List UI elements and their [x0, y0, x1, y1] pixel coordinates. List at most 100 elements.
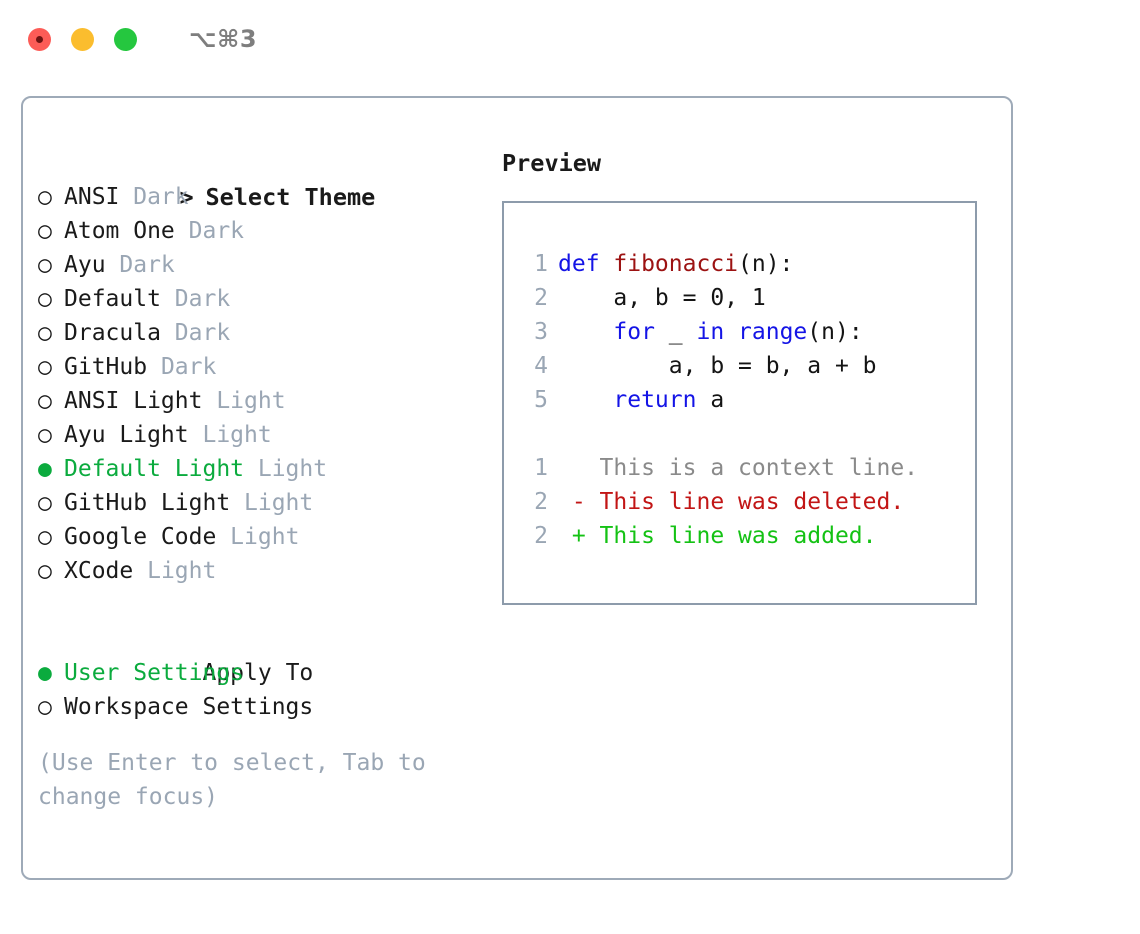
apply-to-option[interactable]: ○ Workspace Settings	[38, 690, 488, 724]
theme-item-label: ANSI	[64, 184, 120, 210]
theme-item-label: ANSI Light	[64, 388, 203, 414]
code-token: def	[558, 251, 614, 277]
theme-list-item[interactable]: ○Atom One Dark	[38, 214, 488, 248]
code-line: 2 a, b = 0, 1	[522, 281, 975, 315]
radio-unselected-icon: ○	[38, 422, 52, 448]
code-token: in	[696, 319, 725, 345]
code-token: + This line was added.	[558, 523, 877, 549]
radio-unselected-icon: ○	[38, 184, 52, 210]
theme-item-variant: Dark	[160, 320, 231, 346]
theme-list-item[interactable]: ○ GitHub Light Light	[38, 486, 488, 520]
theme-list-item[interactable]: ○ Ayu Light Light	[38, 418, 488, 452]
theme-item-label: GitHub	[64, 354, 148, 380]
line-number: 5	[534, 387, 548, 413]
line-number: 2	[534, 489, 548, 515]
keyboard-shortcut-label: ⌥⌘3	[189, 25, 258, 53]
radio-unselected-icon: ○	[38, 694, 52, 720]
diff-line: 1 This is a context line.	[522, 451, 975, 485]
radio-unselected-icon: ○	[38, 490, 52, 516]
apply-to-option-label: Workspace Settings	[64, 694, 314, 720]
theme-item-label: Default Light	[64, 456, 245, 482]
theme-picker-panel: >Select Theme ○ANSI Dark○Atom One Dark○A…	[21, 96, 1013, 880]
theme-item-label: Ayu Light	[64, 422, 189, 448]
radio-selected-icon: ●	[38, 660, 52, 686]
theme-item-variant: Dark	[174, 218, 245, 244]
theme-item-label: GitHub Light	[64, 490, 231, 516]
theme-list-item[interactable]: ○ Ayu Dark	[38, 248, 488, 282]
theme-list-item[interactable]: ○ ANSI Dark	[38, 180, 488, 214]
theme-item-variant: Light	[188, 422, 272, 448]
code-token: a, b = b, a + b	[558, 353, 877, 379]
code-token: for	[613, 319, 655, 345]
radio-unselected-icon: ○	[38, 286, 52, 312]
line-number: 4	[534, 353, 548, 379]
line-number: 2	[534, 523, 548, 549]
apply-to-option-label: User Settings	[64, 660, 245, 686]
radio-selected-icon: ●	[38, 456, 52, 482]
diff-line: 2 + This line was added.	[522, 519, 975, 553]
theme-item-variant: Light	[216, 524, 300, 550]
radio-unselected-icon: ○	[38, 252, 52, 278]
maximize-button[interactable]	[114, 27, 137, 51]
diff-sample: 1 This is a context line.2 - This line w…	[522, 451, 975, 553]
theme-item-label: Atom One	[64, 218, 175, 244]
theme-item-variant: Dark	[119, 184, 189, 210]
code-token: range	[738, 319, 808, 345]
line-number: 3	[534, 319, 548, 345]
radio-unselected-icon: ○	[38, 524, 52, 550]
theme-item-variant: Dark	[105, 252, 175, 278]
theme-list-item[interactable]: ● Default Light Light	[38, 452, 488, 486]
theme-item-label: XCode	[64, 558, 134, 584]
code-line: 4 a, b = b, a + b	[522, 349, 975, 383]
theme-item-variant: Dark	[160, 286, 231, 312]
list-spacer	[38, 588, 488, 622]
prompt-caret-icon: >	[179, 183, 194, 211]
theme-list-item[interactable]: ○ Google Code Light	[38, 520, 488, 554]
theme-list-item[interactable]: ○ XCode Light	[38, 554, 488, 588]
code-token: return	[613, 387, 697, 413]
code-token: a	[696, 387, 725, 413]
code-token: a, b = 0, 1	[558, 285, 766, 311]
radio-unselected-icon: ○	[38, 354, 52, 380]
code-token	[724, 319, 738, 345]
preview-heading: Preview	[502, 149, 602, 177]
code-token: This is a context line.	[558, 455, 919, 481]
theme-item-variant: Light	[244, 456, 328, 482]
apply-to-options[interactable]: ● User Settings ○ Workspace Settings	[38, 656, 488, 724]
line-number: 2	[534, 285, 548, 311]
theme-list-item[interactable]: ○GitHub Dark	[38, 350, 488, 384]
minimize-button[interactable]	[71, 27, 94, 51]
diff-line: 2 - This line was deleted.	[522, 485, 975, 519]
theme-item-label: Dracula	[64, 320, 161, 346]
theme-list[interactable]: ○ANSI Dark○Atom One Dark○Ayu Dark○Defaul…	[38, 180, 488, 588]
line-number: 1	[534, 455, 548, 481]
keyboard-hint-text: (Use Enter to select, Tab to change focu…	[38, 750, 440, 810]
code-token: - This line was deleted.	[558, 489, 905, 515]
code-token	[558, 387, 613, 413]
close-button[interactable]	[28, 27, 51, 51]
select-theme-heading: >Select Theme	[38, 146, 488, 211]
apply-to-option[interactable]: ● User Settings	[38, 656, 488, 690]
theme-item-variant: Light	[133, 558, 217, 584]
theme-list-item[interactable]: ○ ANSI Light Light	[38, 384, 488, 418]
radio-unselected-icon: ○	[38, 558, 52, 584]
code-token: (n):	[807, 319, 863, 345]
code-token: _	[654, 319, 697, 345]
theme-item-variant: Light	[202, 388, 286, 414]
code-token: fibonacci	[613, 251, 739, 277]
theme-item-variant: Light	[230, 490, 314, 516]
theme-list-item[interactable]: ○Dracula Dark	[38, 316, 488, 350]
theme-item-label: Google Code	[64, 524, 217, 550]
apply-to-heading: Apply To	[38, 622, 488, 686]
theme-list-item[interactable]: ○Default Dark	[38, 282, 488, 316]
theme-item-label: Ayu	[64, 252, 106, 278]
code-token: (n):	[738, 251, 794, 277]
hint-spacer	[38, 724, 488, 746]
window-controls	[28, 27, 137, 51]
radio-unselected-icon: ○	[38, 388, 52, 414]
